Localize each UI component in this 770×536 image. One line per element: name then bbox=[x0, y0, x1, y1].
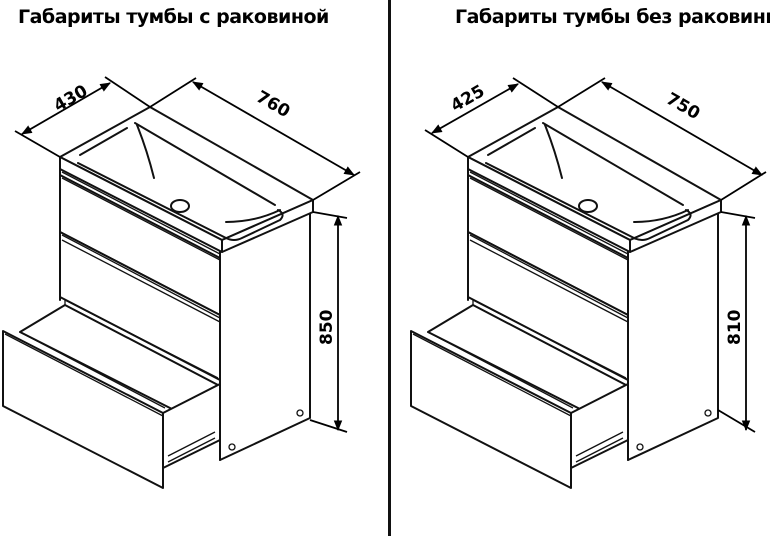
panel-divider bbox=[388, 0, 391, 536]
right-width-label: 750 bbox=[663, 89, 704, 124]
right-cabinet-drawing: 425 750 810 bbox=[410, 77, 767, 489]
left-height-label: 850 bbox=[317, 309, 337, 345]
left-panel-title: Габариты тумбы с раковиной bbox=[18, 6, 329, 28]
right-height-label: 810 bbox=[725, 309, 745, 345]
right-depth-label: 425 bbox=[448, 81, 489, 116]
left-cabinet-drawing: 430 760 850 bbox=[2, 76, 361, 489]
right-panel-title: Габариты тумбы без раковины bbox=[455, 6, 770, 28]
left-depth-label: 430 bbox=[51, 81, 92, 116]
left-width-label: 760 bbox=[253, 87, 294, 122]
